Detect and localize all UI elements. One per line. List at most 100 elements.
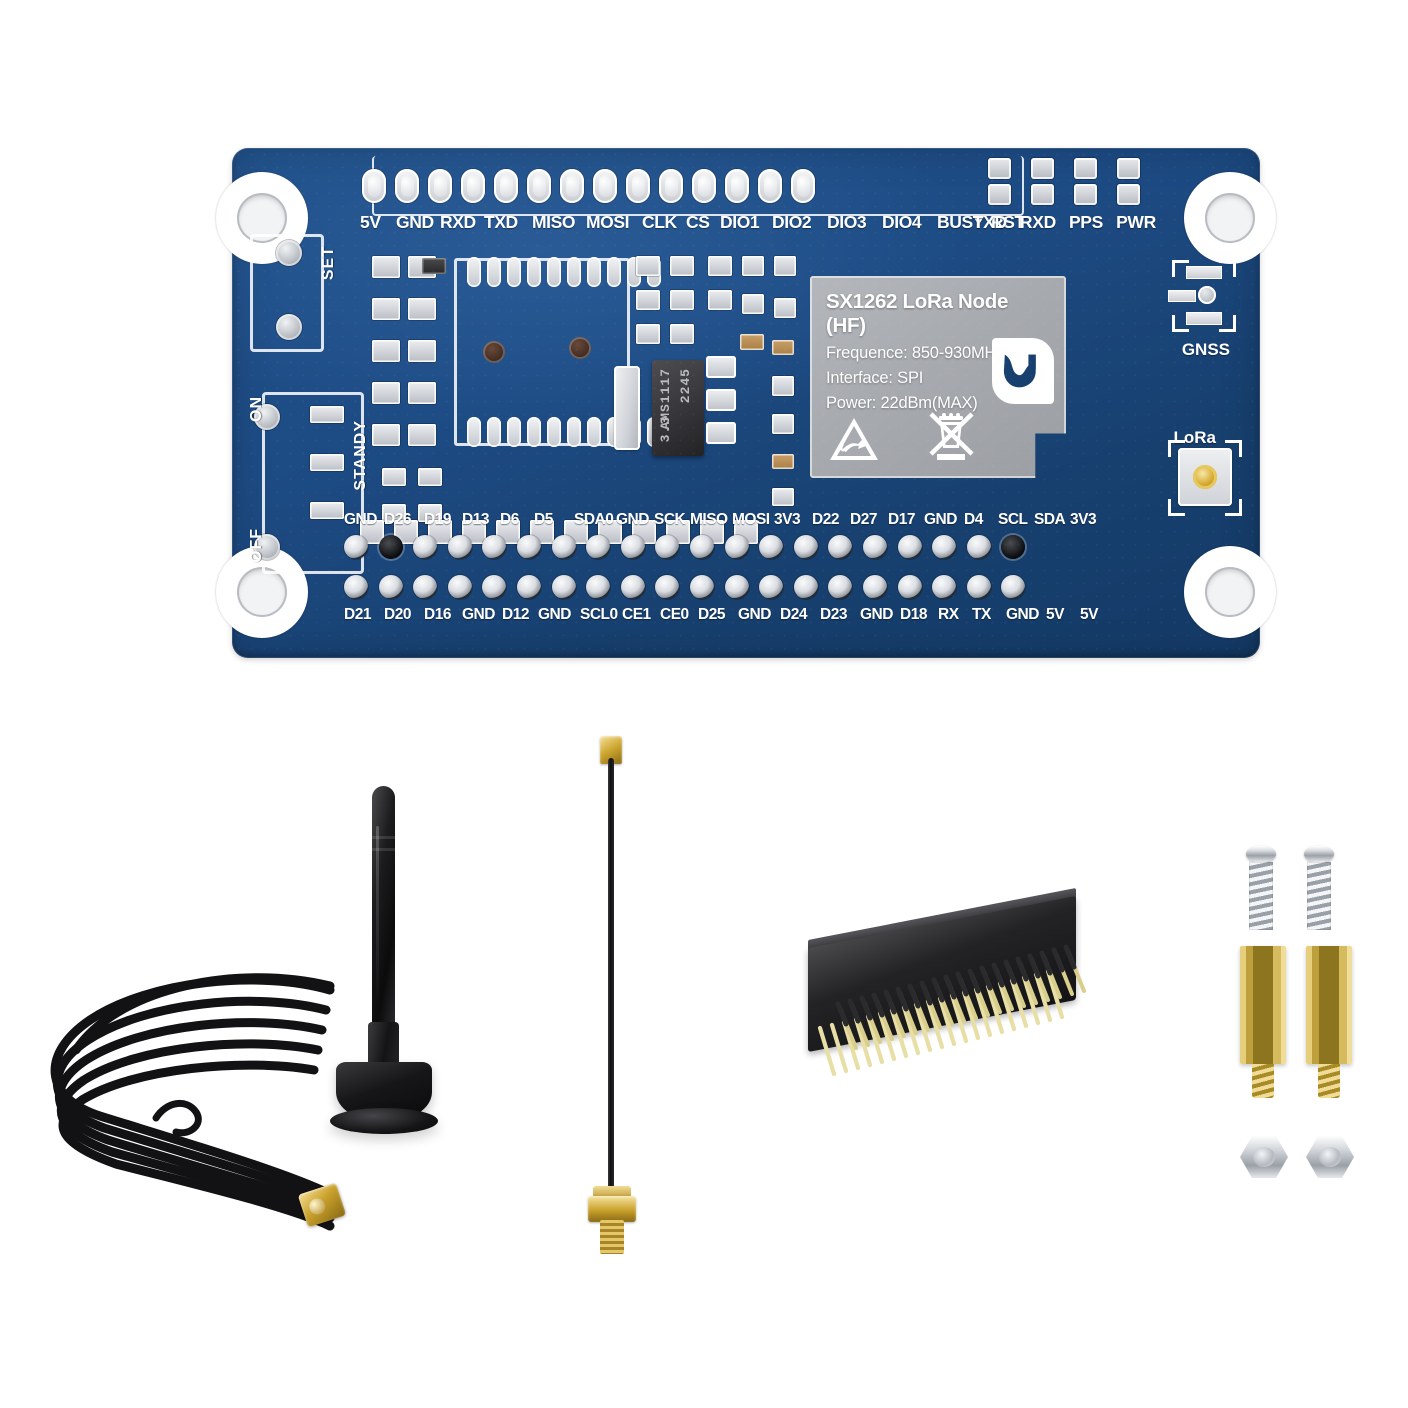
smd-pad [382, 504, 406, 522]
top-header-label: 5V [360, 212, 381, 232]
gpio-label: D5 [534, 511, 553, 528]
lora-hat-board: 5V GND RXD TXD MISO MOSI CLK CS DIO1 DIO… [216, 148, 1276, 658]
top-header-label: BUSY [937, 212, 985, 232]
gpio-label: D20 [384, 606, 411, 623]
smd-resistor [310, 406, 344, 423]
top-header-label: RXD [440, 212, 476, 232]
smd-pad [382, 468, 406, 486]
gpio-label: D19 [424, 511, 451, 528]
gpio-label: SCK [654, 511, 686, 528]
smd-pad [372, 340, 400, 362]
header-pad [659, 169, 683, 203]
sma-female-bulkhead-connector [588, 1186, 636, 1260]
gpio-label: 3V3 [774, 511, 801, 528]
mounting-hole-top-left [216, 172, 308, 264]
smd-pad [774, 256, 796, 276]
led-label-row: TXD RXD PPS PWR [972, 212, 1157, 233]
header-pad [791, 169, 815, 203]
smd-pad [372, 298, 400, 320]
hex-nut [1306, 1136, 1354, 1178]
antenna-base-foot [330, 1108, 438, 1134]
top-header-label: RST [991, 212, 1025, 232]
silk-label-standy: STANDY [352, 420, 369, 491]
mounting-hole-bottom-right [1184, 546, 1276, 638]
smd-pad [742, 256, 764, 276]
smd-inductor [772, 454, 794, 469]
off-pad [254, 534, 280, 560]
gpio-label: SCL0 [580, 606, 618, 623]
led-label-txd: TXD [972, 212, 1007, 232]
led-pad-pair [1031, 158, 1054, 205]
smd-pad [636, 290, 660, 310]
waveshare-logo-icon [992, 338, 1054, 404]
header-pad [461, 169, 485, 203]
gnss-module-footprint [454, 257, 661, 447]
gpio-label: GND [924, 511, 957, 528]
gpio-label: D16 [424, 606, 451, 623]
top-header-label: DIO2 [772, 212, 812, 232]
gpio-label: D18 [900, 606, 927, 623]
header-pad [395, 169, 419, 203]
header-pad [725, 169, 749, 203]
gpio-label: D17 [888, 511, 915, 528]
top-header-pad-row [362, 162, 815, 210]
smd-pad [636, 324, 660, 344]
gpio-label: GND [860, 606, 893, 623]
top-header-label: DIO4 [882, 212, 922, 232]
gpio-label: SDA [1034, 511, 1066, 528]
gpio-label: D24 [780, 606, 807, 623]
compliance-symbols [828, 412, 974, 464]
screw [1304, 846, 1334, 930]
regulator-tab-pads [706, 356, 736, 444]
screw-head [1246, 846, 1276, 862]
smd-inductor [740, 334, 764, 350]
standoff [1240, 946, 1286, 1098]
gpio-40pin-header: GND D26 D19 D13 D6 D5 SDA0 GND SCK MISO … [344, 511, 1144, 624]
voltage-regulator: AMS1117 2245 3.3 [652, 360, 704, 456]
led-label-rxd: RXD [1019, 212, 1056, 232]
top-header-label: CLK [642, 212, 677, 232]
gpio-label: GND [462, 606, 495, 623]
top-header-label: TXD [484, 212, 518, 232]
gpio-label: MOSI [732, 511, 770, 528]
shield-power: Power: 22dBm(MAX) [826, 394, 978, 412]
via-hole [483, 341, 505, 363]
header-pad [692, 169, 716, 203]
smd-pad [418, 468, 442, 486]
gpio-pin-row-top [344, 535, 1144, 559]
pigtail-coax-wire [608, 758, 614, 1198]
screw-thread [1307, 862, 1331, 930]
hex-nut [1240, 1136, 1288, 1178]
gpio-bottom-label-row: D21 D20 D16 GND D12 GND SCL0 CE1 CE0 D25… [344, 606, 1144, 624]
standoff-male-thread [1318, 1064, 1340, 1098]
via-hole [569, 337, 591, 359]
smd-resistor [310, 454, 344, 471]
smd-pad [408, 424, 436, 446]
mounting-hole-bottom-left [216, 546, 308, 638]
antenna-rod-ring [372, 836, 395, 839]
stacking-header-2x20 [800, 887, 1110, 1148]
led-pad-pair [988, 158, 1011, 205]
header-pad [527, 169, 551, 203]
gpio-label: D6 [500, 511, 519, 528]
top-header-label: CS [686, 212, 710, 232]
gpio-label: GND [616, 511, 649, 528]
led-pad-pair [1074, 158, 1097, 205]
silk-label-set: SET [320, 246, 337, 281]
gpio-label: D21 [344, 606, 371, 623]
smd-pad [408, 382, 436, 404]
gpio-label: D22 [812, 511, 839, 528]
on-pad [254, 404, 280, 430]
smd-pad [670, 290, 694, 310]
mounting-hole-top-right [1184, 172, 1276, 264]
set-pad [276, 314, 302, 340]
gpio-label: D4 [964, 511, 983, 528]
lora-connector-bracket [1168, 440, 1242, 516]
smd-pad [670, 324, 694, 344]
antenna-rod-ring [372, 848, 395, 851]
gpio-label: SDA0 [574, 511, 614, 528]
smd-pad [636, 256, 660, 276]
led-label-pwr: PWR [1116, 212, 1156, 232]
standoff [1306, 946, 1352, 1098]
